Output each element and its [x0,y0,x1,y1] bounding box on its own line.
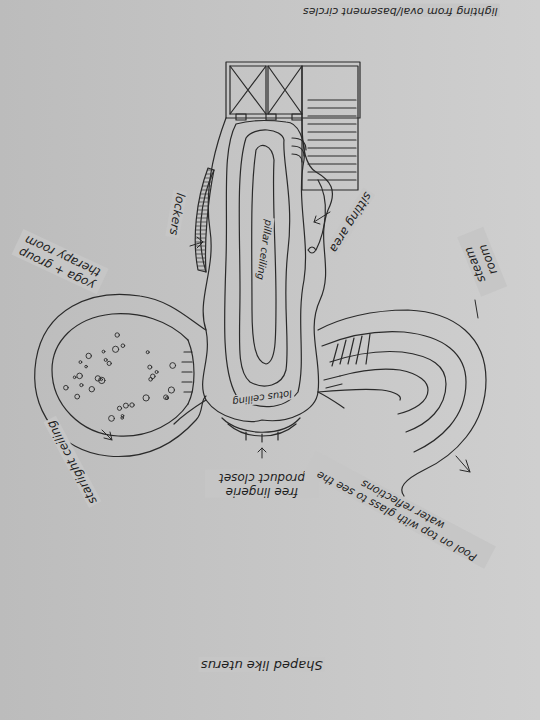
floor-dot [80,384,83,387]
central-body [195,118,332,421]
floor-dot [64,385,69,390]
floor-dot [130,403,134,407]
floor-dot [86,353,91,358]
floor-dot [79,361,82,364]
floor-dot [104,358,107,361]
floor-dot [166,397,169,400]
floor-dot [151,374,156,379]
floor-dot [170,363,176,369]
floor-dot [115,333,119,337]
handwritten-note: free lingerie product closet [205,470,319,498]
floor-dot [117,406,121,410]
floor-dot [164,395,169,400]
floor-dot [85,365,88,368]
floor-dot [143,395,149,401]
floor-dot [95,376,100,381]
leader-arrows [102,212,478,472]
handwritten-note: lighting from oval/basement circles [301,4,500,17]
floor-dot [73,376,76,379]
entrance-block [226,62,360,190]
handwritten-note: Shaped like uterus [199,657,325,672]
floor-dot [102,350,105,353]
floor-dot [168,387,174,393]
floor-dot [75,394,80,399]
floor-dot [77,373,83,379]
floor-dot [155,371,158,374]
floor-dot [123,403,128,408]
floor-dot [109,416,115,422]
floor-dot [113,346,119,352]
floor-dot [107,361,111,365]
floor-dot [121,417,124,420]
floor-dot [148,365,152,369]
floor-dot [121,344,125,348]
floor-dot [146,351,149,354]
floor-dot [89,387,94,392]
